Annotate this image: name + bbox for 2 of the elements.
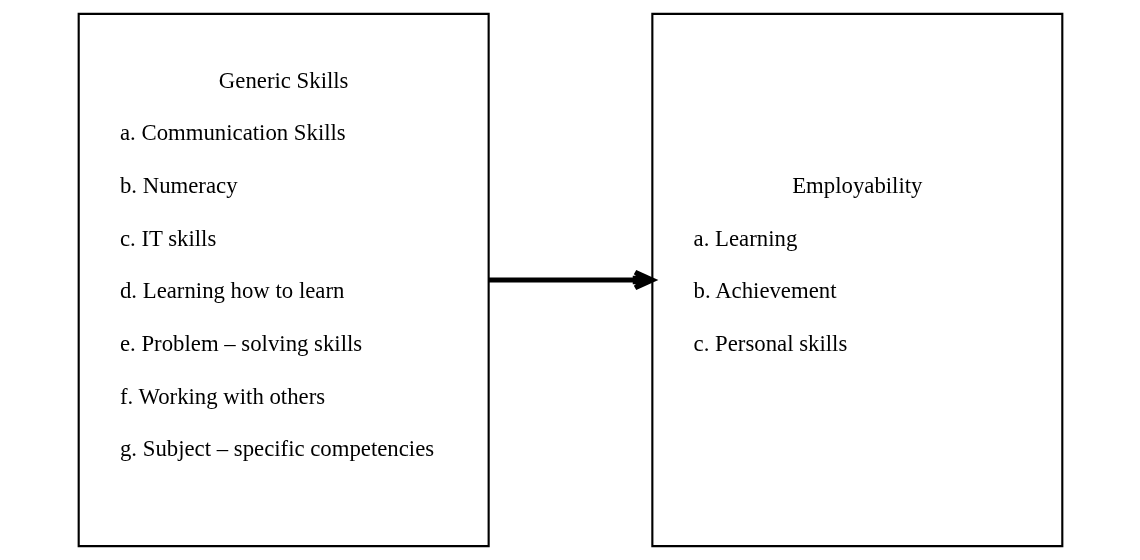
node-box: Generic Skills a. Communication Skills b. Numeracy c. IT skills d. Learning how to learn e. Problem – solving skills f. Working with others g. Subject – specific competencies [77,12,490,548]
node-box: Employability a. Learning b. Achievement c. Personal skills [650,12,1063,548]
